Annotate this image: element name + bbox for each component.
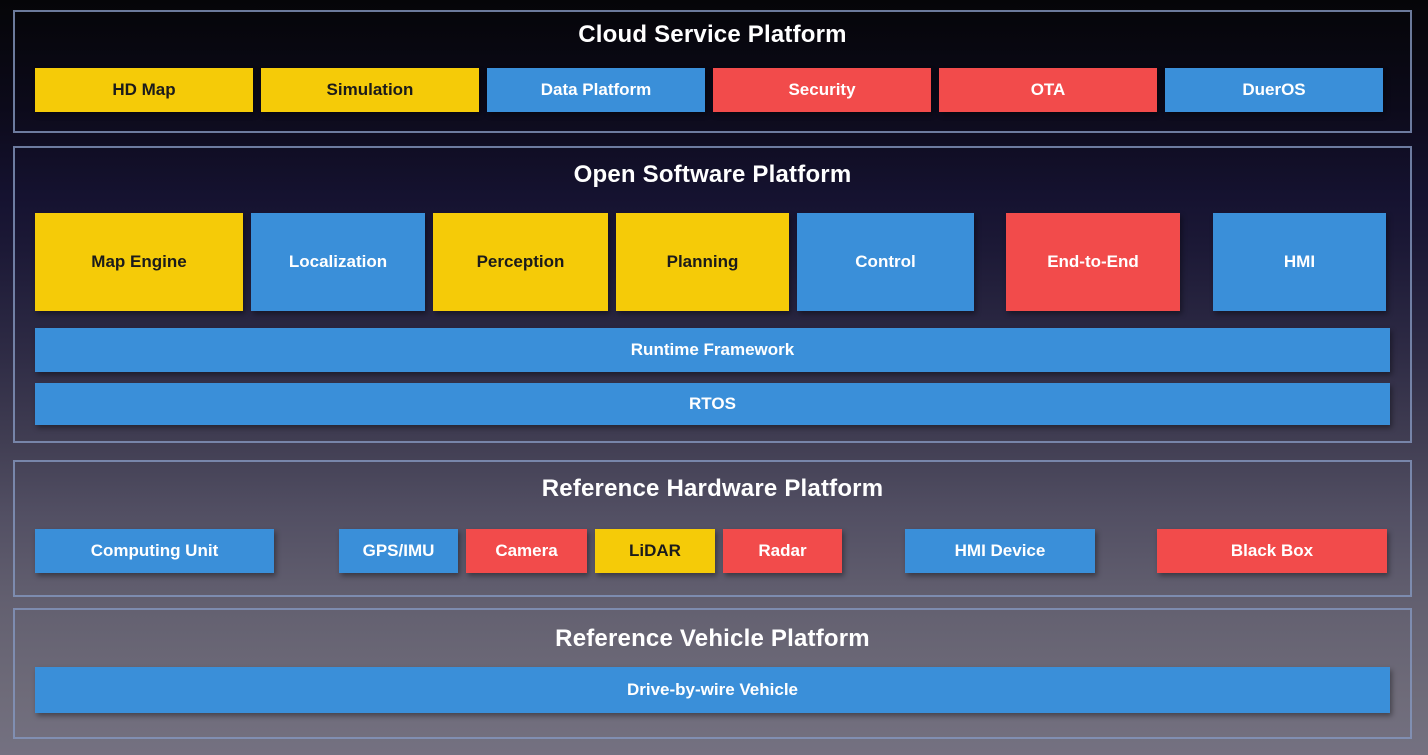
panel-title-open-software: Open Software Platform xyxy=(573,161,852,188)
open-software-row-2: RTOS xyxy=(35,383,1390,425)
box-localization: Localization xyxy=(251,213,425,311)
box-data-platform: Data Platform xyxy=(487,68,705,112)
box-computing-unit: Computing Unit xyxy=(35,529,274,573)
box-runtime-framework: Runtime Framework xyxy=(35,328,1390,372)
box-gps-imu: GPS/IMU xyxy=(339,529,458,573)
box-hmi-device: HMI Device xyxy=(905,529,1095,573)
panel-title-cloud-service: Cloud Service Platform xyxy=(578,21,847,48)
box-lidar: LiDAR xyxy=(595,529,715,573)
box-map-engine: Map Engine xyxy=(35,213,243,311)
box-simulation: Simulation xyxy=(261,68,479,112)
reference-vehicle-row-0: Drive-by-wire Vehicle xyxy=(35,667,1390,713)
box-hd-map: HD Map xyxy=(35,68,253,112)
box-hmi: HMI xyxy=(1213,213,1386,311)
panel-title-reference-hardware: Reference Hardware Platform xyxy=(541,475,884,502)
box-perception: Perception xyxy=(433,213,608,311)
box-end-to-end: End-to-End xyxy=(1006,213,1180,311)
box-dueros: DuerOS xyxy=(1165,68,1383,112)
box-security: Security xyxy=(713,68,931,112)
box-ota: OTA xyxy=(939,68,1157,112)
box-rtos: RTOS xyxy=(35,383,1390,425)
box-planning: Planning xyxy=(616,213,789,311)
open-software-row-1: Runtime Framework xyxy=(35,328,1390,372)
box-camera: Camera xyxy=(466,529,587,573)
box-radar: Radar xyxy=(723,529,842,573)
box-drive-by-wire-vehicle: Drive-by-wire Vehicle xyxy=(35,667,1390,713)
box-black-box: Black Box xyxy=(1157,529,1387,573)
panel-title-reference-vehicle: Reference Vehicle Platform xyxy=(555,625,870,652)
box-control: Control xyxy=(797,213,974,311)
